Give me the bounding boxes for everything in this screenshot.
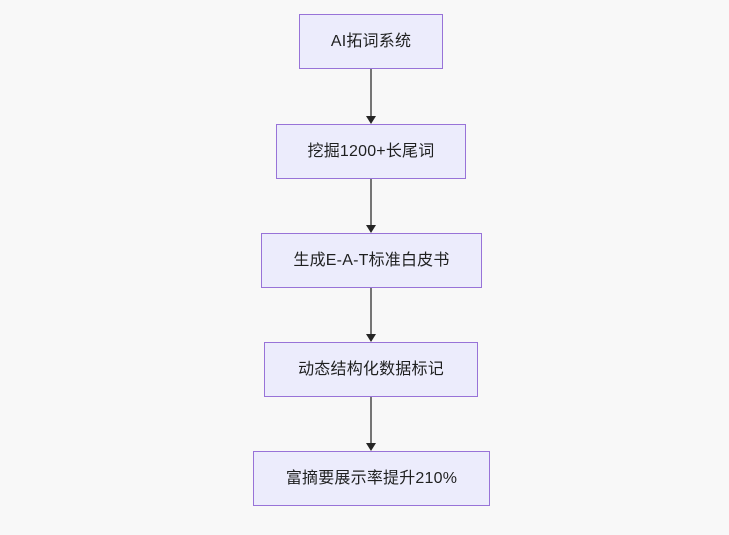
flow-node-label: 挖掘1200+长尾词 — [307, 142, 435, 160]
flow-node-1[interactable]: AI拓词系统 — [299, 14, 443, 69]
connector-node2-node3 — [365, 179, 377, 233]
flow-node-4[interactable]: 动态结构化数据标记 — [264, 342, 478, 397]
arrowhead-down-icon — [366, 443, 376, 451]
flow-node-2[interactable]: 挖掘1200+长尾词 — [276, 124, 466, 179]
connector-line — [370, 397, 372, 444]
connector-node1-node2 — [365, 69, 377, 124]
connector-node4-node5 — [365, 397, 377, 451]
arrowhead-down-icon — [366, 116, 376, 124]
flow-node-5[interactable]: 富摘要展示率提升210% — [253, 451, 490, 506]
connector-line — [370, 179, 372, 226]
connector-line — [370, 69, 372, 117]
flow-node-label: 富摘要展示率提升210% — [285, 469, 458, 487]
flow-node-label: 动态结构化数据标记 — [298, 360, 444, 378]
flow-node-label: 生成E-A-T标准白皮书 — [293, 251, 450, 269]
flow-node-label: AI拓词系统 — [330, 32, 412, 50]
arrowhead-down-icon — [366, 334, 376, 342]
flow-node-3[interactable]: 生成E-A-T标准白皮书 — [261, 233, 482, 288]
arrowhead-down-icon — [366, 225, 376, 233]
connector-node3-node4 — [365, 288, 377, 342]
connector-line — [370, 288, 372, 335]
